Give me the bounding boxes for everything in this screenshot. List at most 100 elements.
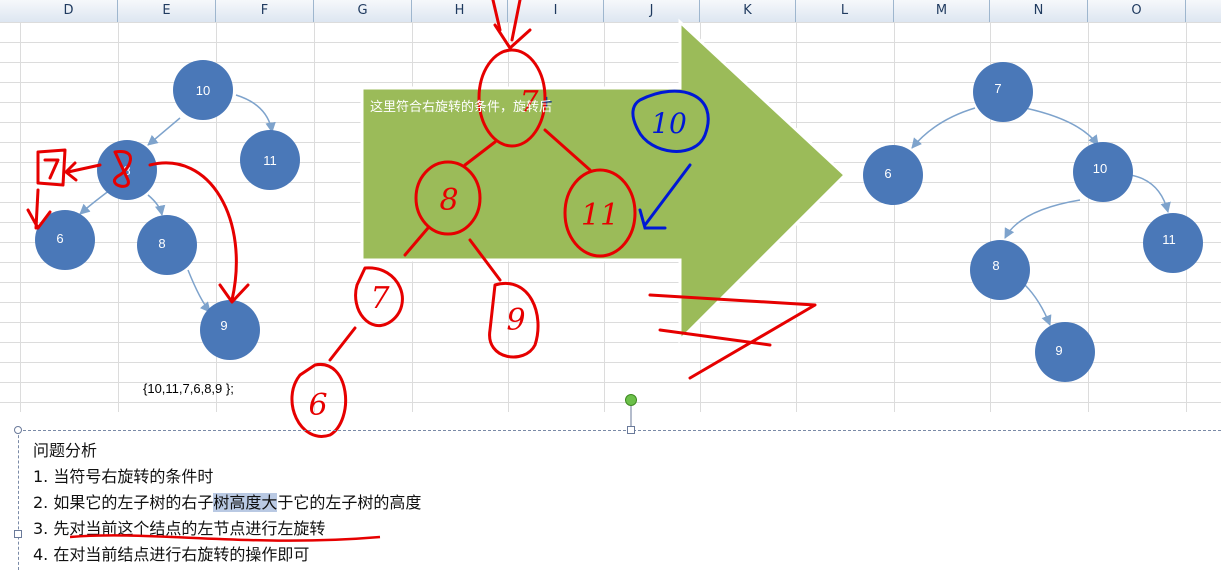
tree-node <box>1073 142 1133 202</box>
column-header-k[interactable]: K <box>700 0 796 22</box>
red-circle-mid-right <box>563 168 637 258</box>
blue-circle <box>631 89 710 153</box>
node-label: 6 <box>884 166 891 181</box>
column-header-j[interactable]: J <box>604 0 700 22</box>
after-tree: 7 6 10 8 11 9 <box>863 62 1203 382</box>
after-tree-edges <box>911 107 1171 326</box>
tree-node <box>973 62 1033 122</box>
tree-node <box>970 240 1030 300</box>
column-header-l[interactable]: L <box>796 0 894 22</box>
column-header-i[interactable]: I <box>508 0 604 22</box>
column-header-n[interactable]: N <box>990 0 1088 22</box>
red-8 <box>113 150 132 188</box>
tree-node <box>1035 322 1095 382</box>
before-tree: 10 8 11 6 8 9 <box>35 60 300 360</box>
arrow-banner-text: 这里符合右旋转的条件，旋转后 <box>370 100 553 115</box>
handwritten-bottom: 6 <box>308 388 327 423</box>
column-header-o[interactable]: O <box>1088 0 1186 22</box>
column-header-h[interactable]: H <box>412 0 508 22</box>
red-edge <box>468 238 502 282</box>
blue-ink-annotation <box>631 89 710 230</box>
node-label: 8 <box>123 163 130 178</box>
edge-7-10 <box>1024 107 1099 146</box>
red-edge <box>543 128 592 172</box>
big-green-arrow-shape[interactable] <box>360 18 848 344</box>
column-header-f[interactable]: F <box>216 0 314 22</box>
tree-node <box>173 60 233 120</box>
edge-8-9 <box>1024 284 1052 326</box>
red-circle-lower-left <box>354 266 404 328</box>
grid-divider <box>990 22 991 412</box>
edge-8-6 <box>79 189 111 215</box>
handwritten-left-right: 9 <box>506 303 525 338</box>
selected-text[interactable]: 树高度大 <box>213 493 278 512</box>
resize-handle-top-left[interactable] <box>14 426 22 434</box>
node-label: 9 <box>220 318 227 333</box>
edge-10-11 <box>1129 174 1171 214</box>
column-header-d[interactable]: D <box>20 0 118 22</box>
resize-handle-left[interactable] <box>14 530 22 538</box>
handwritten-digits: 7 8 11 7 9 6 <box>308 85 619 423</box>
red-ink-annotations <box>26 0 817 438</box>
tree-node <box>137 215 197 275</box>
red-arrow-big <box>648 293 817 380</box>
analysis-line-2-start: 2. 如果它的左子树的右子 <box>33 493 214 512</box>
tree-node <box>863 145 923 205</box>
analysis-line-2: 2. 如果它的左子树的右子树高度大于它的左子树的高度 <box>33 489 421 513</box>
node-label: 8 <box>992 258 999 273</box>
red-circle-bottom <box>290 363 348 438</box>
tree-node <box>240 130 300 190</box>
analysis-line-1: 1. 当符号右旋转的条件时 <box>33 467 214 486</box>
red-arrow-to-7 <box>64 161 102 182</box>
column-header-g[interactable]: G <box>314 0 412 22</box>
cursor-plus-icon: + <box>540 92 553 111</box>
grid-divider <box>894 22 895 412</box>
grid-divider <box>20 22 21 412</box>
tree-node <box>35 210 95 270</box>
handwritten-right: 11 <box>581 198 619 233</box>
before-tree-edges <box>79 94 276 313</box>
blue-arrow <box>638 163 692 230</box>
tree-node <box>1143 213 1203 273</box>
node-label: 10 <box>196 83 210 98</box>
analysis-text-box[interactable]: 问题分析 1. 当符号右旋转的条件时 2. 如果它的左子树的右子树高度大于它的左… <box>18 430 1221 570</box>
analysis-line-3: 3. 先对当前这个结点的左节点进行左旋转 <box>33 519 326 538</box>
handwritten-left-left: 7 <box>370 281 390 316</box>
tree-node <box>200 300 260 360</box>
node-label: 9 <box>1055 343 1062 358</box>
red-curve-to-9 <box>148 161 250 304</box>
rotate-handle[interactable] <box>625 394 637 406</box>
grid-divider <box>1088 22 1089 412</box>
red-arrow-down-top <box>491 0 532 50</box>
handwritten-top: 7 <box>519 85 539 120</box>
node-label: 11 <box>263 153 277 168</box>
edge-10-8 <box>147 117 181 146</box>
red-circle-top <box>477 48 547 148</box>
edge-7-6 <box>911 107 976 149</box>
node-label: 8 <box>158 236 165 251</box>
analysis-line-2-end: 于它的左子树的高度 <box>277 493 422 512</box>
analysis-line-4: 4. 在对当前结点进行右旋转的操作即可 <box>33 545 310 564</box>
grid-divider <box>118 22 119 412</box>
column-header-e[interactable]: E <box>118 0 216 22</box>
resize-handle-top[interactable] <box>627 426 635 434</box>
node-label: 7 <box>994 81 1001 96</box>
edge-8-8 <box>147 194 166 217</box>
node-label: 6 <box>56 231 63 246</box>
edge-10-8 <box>1004 199 1081 239</box>
red-arrow-to-6 <box>26 188 52 230</box>
red-circle-mid-left <box>414 160 482 236</box>
analysis-title: 问题分析 <box>33 441 98 460</box>
red-edge <box>328 326 357 362</box>
array-cell-text[interactable]: {10,11,7,6,8,9 }; <box>143 381 234 396</box>
red-box-7 <box>36 148 67 187</box>
node-label: 11 <box>1162 232 1176 247</box>
red-circle-lower-right <box>488 281 540 359</box>
red-edge <box>463 140 497 167</box>
column-header-m[interactable]: M <box>894 0 990 22</box>
grid-divider <box>216 22 217 412</box>
edge-10-11 <box>235 94 276 134</box>
red-edge <box>403 226 430 257</box>
blue-handwritten-10: 10 <box>651 107 687 140</box>
